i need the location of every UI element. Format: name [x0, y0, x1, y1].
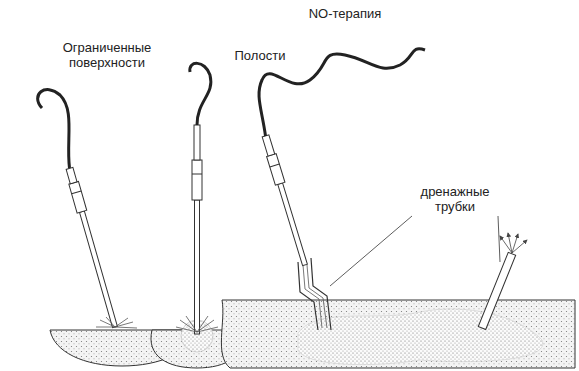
probe: [65, 167, 120, 328]
drainage-tube: [478, 252, 515, 329]
cable: [190, 63, 211, 125]
section-label: Ограниченные поверхности: [52, 40, 162, 70]
drainage-tube: [298, 258, 331, 330]
tissue: [221, 300, 575, 368]
section-label: Полости: [220, 48, 300, 63]
probe: [261, 134, 310, 266]
cable: [38, 90, 70, 168]
diagram-title: NO-терапия: [270, 6, 420, 21]
leader-line: [330, 216, 500, 286]
gas-outflow: [500, 233, 527, 253]
callout-label: дренажные трубки: [405, 184, 505, 214]
no-flow: [176, 316, 218, 332]
no-flow: [96, 317, 137, 328]
probe: [192, 125, 202, 334]
cavity: [298, 309, 543, 365]
